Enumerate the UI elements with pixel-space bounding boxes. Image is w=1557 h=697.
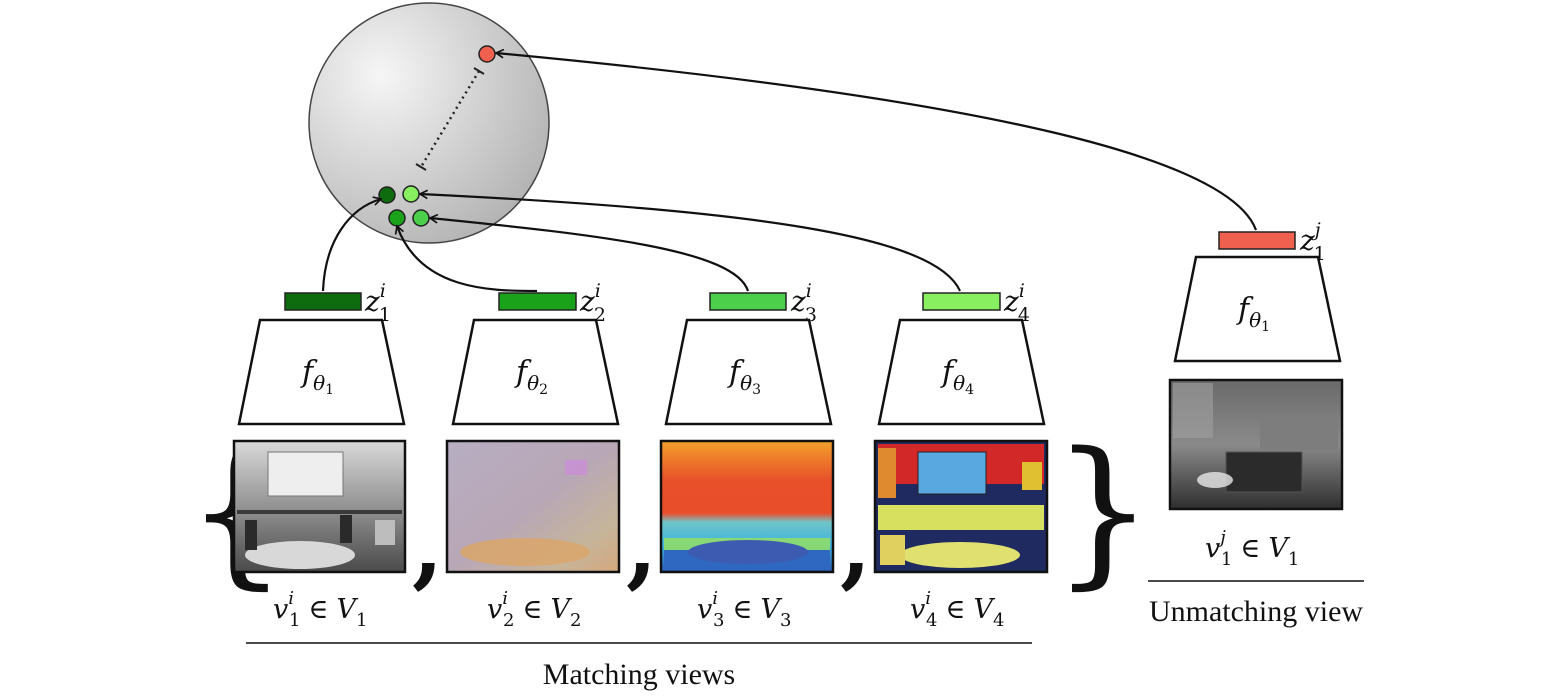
view-image-normals: [445, 439, 621, 574]
embedding-bar-4: [922, 292, 1001, 311]
arrow-z3: [430, 218, 750, 292]
embedding-bar-unmatched: [1218, 231, 1296, 250]
embedding-point-3: [412, 209, 430, 227]
arrow-z4: [420, 194, 962, 292]
right-brace: }: [1052, 417, 1154, 604]
distance-tick-top: [473, 67, 485, 75]
encoder-3: [664, 318, 833, 426]
comma-1: ,: [412, 493, 443, 599]
unmatching-caption: Unmatching view: [1149, 595, 1363, 628]
view-image-rgb: [232, 439, 407, 574]
encoder-label-2: fθ2: [514, 355, 548, 398]
embedding-point-4: [402, 185, 420, 203]
embedding-bar-2: [498, 292, 577, 311]
embedding-bar-1: [284, 292, 362, 311]
view-image-unmatched: [1168, 378, 1344, 511]
comma-3: ,: [840, 493, 871, 599]
arrow-z2: [397, 226, 538, 293]
encoder-1: [237, 318, 406, 426]
view-image-depth: [659, 439, 835, 574]
view-image-segmentation: [873, 439, 1049, 574]
embedding-sphere: [308, 2, 550, 244]
encoder-unmatched: [1173, 255, 1342, 363]
embedding-bar-3: [709, 292, 787, 311]
arrow-z1: [321, 199, 381, 292]
encoder-2: [451, 318, 620, 426]
distance-line: [419, 70, 481, 168]
embedding-point-1: [378, 186, 396, 204]
comma-2: ,: [626, 493, 657, 599]
embedding-point-unmatched: [478, 45, 496, 63]
matching-caption: Matching views: [543, 658, 735, 691]
encoder-4: [877, 318, 1046, 426]
arrow-unmatched: [496, 53, 1258, 231]
embedding-point-2: [388, 209, 406, 227]
distance-tick-bottom: [415, 163, 427, 171]
